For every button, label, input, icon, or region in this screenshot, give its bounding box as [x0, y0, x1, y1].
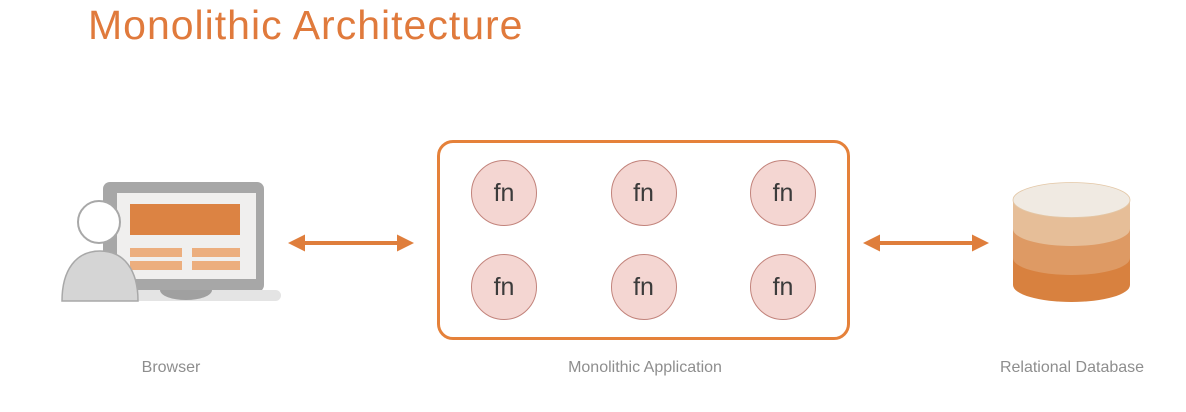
person-body [61, 250, 139, 302]
monolithic-application-box: fn fn fn fn fn fn [437, 140, 850, 340]
bidirectional-arrow-icon [288, 234, 414, 252]
person-head [77, 200, 121, 244]
diagram-title: Monolithic Architecture [88, 2, 524, 48]
bidirectional-arrow-icon [863, 234, 989, 252]
db-top-ellipse [1012, 182, 1131, 218]
fn-circle: fn [471, 160, 537, 226]
webpage-text-bar [130, 261, 182, 270]
relational-database-label: Relational Database [999, 359, 1145, 376]
user-laptop-icon [61, 182, 281, 302]
fn-row: fn fn fn [471, 160, 816, 226]
webpage-text-bar [130, 248, 182, 257]
webpage-text-bar [192, 261, 240, 270]
fn-circle: fn [610, 160, 677, 226]
laptop-hinge-notch [160, 290, 212, 300]
database-cylinder-icon [1012, 182, 1131, 302]
webpage-text-bar [192, 248, 240, 257]
monolithic-application-label: Monolithic Application [568, 359, 722, 376]
fn-circle: fn [750, 254, 816, 320]
browser-label: Browser [141, 359, 201, 376]
fn-circle: fn [750, 160, 816, 226]
fn-row: fn fn fn [471, 254, 816, 320]
fn-circle: fn [471, 254, 537, 320]
webpage-hero-block [130, 204, 240, 235]
fn-circle: fn [610, 254, 677, 320]
